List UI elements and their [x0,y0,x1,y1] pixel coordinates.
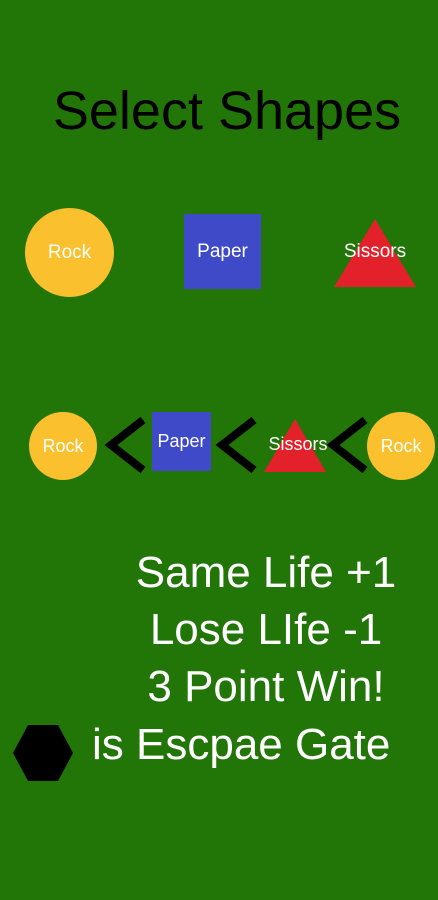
cycle-rock-shape-2: Rock [367,412,435,480]
triangle-icon [334,219,416,287]
cycle-scissors-label: Sissors [268,434,328,454]
rule-gate: is Escpae Gate [92,720,391,769]
cycle-paper-label: Paper [157,431,206,451]
cycle-paper-shape: Paper [152,412,211,471]
cycle-rock-label: Rock [42,435,84,456]
rule-same: Same Life +1 [135,548,397,597]
scissors-label: Sissors [343,241,407,262]
chevron-left-icon [103,416,147,474]
chevron-left-icon [325,416,369,474]
rule-lose: Lose LIfe -1 [149,605,383,654]
paper-button[interactable]: Paper [184,214,261,289]
triangle-icon [264,419,326,472]
page-title: Select Shapes [52,81,402,141]
cycle-rock-label-2: Rock [380,435,422,456]
chevron-left-icon [214,416,258,474]
cycle-scissors-shape: Sissors [264,419,328,472]
cycle-rock-shape: Rock [29,412,97,480]
hexagon-icon [13,723,73,783]
paper-label: Paper [197,240,248,262]
rule-win: 3 Point Win! [147,662,385,711]
scissors-button[interactable]: Sissors [334,219,416,287]
rock-label: Rock [47,241,92,263]
rock-button[interactable]: Rock [25,208,114,297]
